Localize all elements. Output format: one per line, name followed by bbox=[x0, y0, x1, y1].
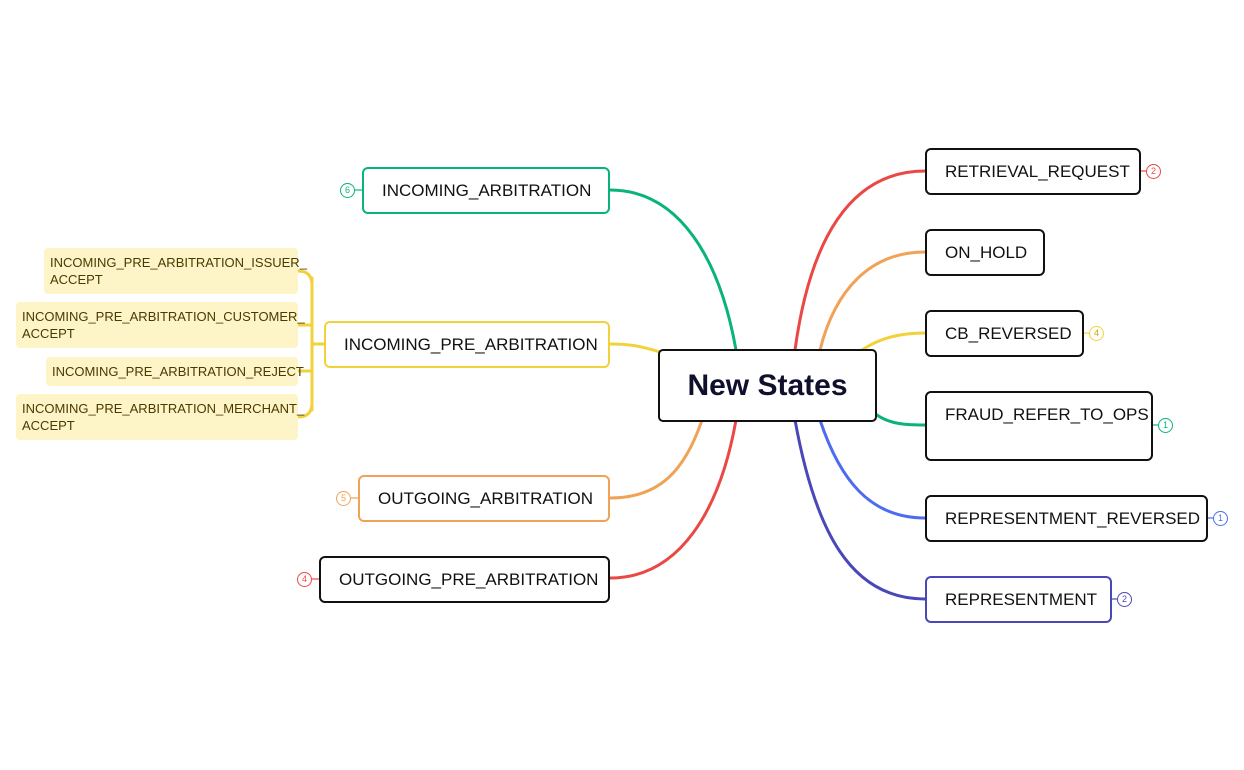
count-badge-outgoing-pre-arbitration[interactable]: 4 bbox=[297, 572, 312, 587]
node-representment-reversed[interactable]: REPRESENTMENT_REVERSED bbox=[925, 495, 1208, 542]
leaf-reject[interactable]: INCOMING_PRE_ARBITRATION_REJECT bbox=[46, 357, 304, 386]
node-outgoing-arbitration[interactable]: OUTGOING_ARBITRATION bbox=[358, 475, 610, 522]
leaf-issuer-accept[interactable]: INCOMING_PRE_ARBITRATION_ISSUER_ ACCEPT bbox=[44, 248, 307, 294]
count-badge-cb-reversed[interactable]: 4 bbox=[1089, 326, 1104, 341]
connector-representment bbox=[793, 418, 927, 601]
node-incoming-pre-arbitration[interactable]: INCOMING_PRE_ARBITRATION bbox=[324, 321, 610, 368]
node-incoming-arbitration[interactable]: INCOMING_ARBITRATION bbox=[362, 167, 610, 214]
leaf-line: INCOMING_PRE_ARBITRATION_MERCHANT_ bbox=[22, 401, 305, 416]
count-badge-incoming-arbitration[interactable]: 6 bbox=[340, 183, 355, 198]
node-fraud-refer-to-ops[interactable]: FRAUD_REFER_TO_OPS bbox=[925, 391, 1153, 461]
connector-outgoing-pre-arbitration bbox=[608, 418, 738, 580]
connector-representment-reversed bbox=[818, 418, 927, 520]
count-badge-representment-reversed[interactable]: 1 bbox=[1213, 511, 1228, 526]
count-badge-outgoing-arbitration[interactable]: 5 bbox=[336, 491, 351, 506]
leaf-merchant-accept[interactable]: INCOMING_PRE_ARBITRATION_MERCHANT_ ACCEP… bbox=[16, 394, 304, 440]
leaf-line: ACCEPT bbox=[22, 326, 75, 341]
connector-retrieval-request bbox=[793, 169, 927, 352]
count-badge-retrieval-request[interactable]: 2 bbox=[1146, 164, 1161, 179]
node-cb-reversed[interactable]: CB_REVERSED bbox=[925, 310, 1084, 357]
node-outgoing-pre-arbitration[interactable]: OUTGOING_PRE_ARBITRATION bbox=[319, 556, 610, 603]
node-representment[interactable]: REPRESENTMENT bbox=[925, 576, 1112, 623]
connector-outgoing-arbitration bbox=[608, 418, 704, 500]
node-retrieval-request[interactable]: RETRIEVAL_REQUEST bbox=[925, 148, 1141, 195]
leaf-line: ACCEPT bbox=[50, 272, 103, 287]
connector-cb-reversed bbox=[860, 331, 927, 352]
leaf-line: ACCEPT bbox=[22, 418, 75, 433]
count-badge-fraud-refer-to-ops[interactable]: 1 bbox=[1158, 418, 1173, 433]
leaf-bracket-top bbox=[296, 269, 314, 287]
count-badge-representment[interactable]: 2 bbox=[1117, 592, 1132, 607]
connector-incoming-pre-arbitration bbox=[608, 342, 662, 354]
connector-on-hold bbox=[818, 250, 927, 352]
leaf-customer-accept[interactable]: INCOMING_PRE_ARBITRATION_CUSTOMER_ ACCEP… bbox=[16, 302, 305, 348]
node-on-hold[interactable]: ON_HOLD bbox=[925, 229, 1045, 276]
connector-fraud-refer-to-ops bbox=[875, 413, 927, 427]
central-topic[interactable]: New States bbox=[658, 349, 877, 422]
connector-incoming-arbitration bbox=[608, 188, 738, 352]
leaf-line: INCOMING_PRE_ARBITRATION_REJECT bbox=[52, 364, 304, 379]
leaf-line: INCOMING_PRE_ARBITRATION_CUSTOMER_ bbox=[22, 309, 305, 324]
leaf-line: INCOMING_PRE_ARBITRATION_ISSUER_ bbox=[50, 255, 307, 270]
